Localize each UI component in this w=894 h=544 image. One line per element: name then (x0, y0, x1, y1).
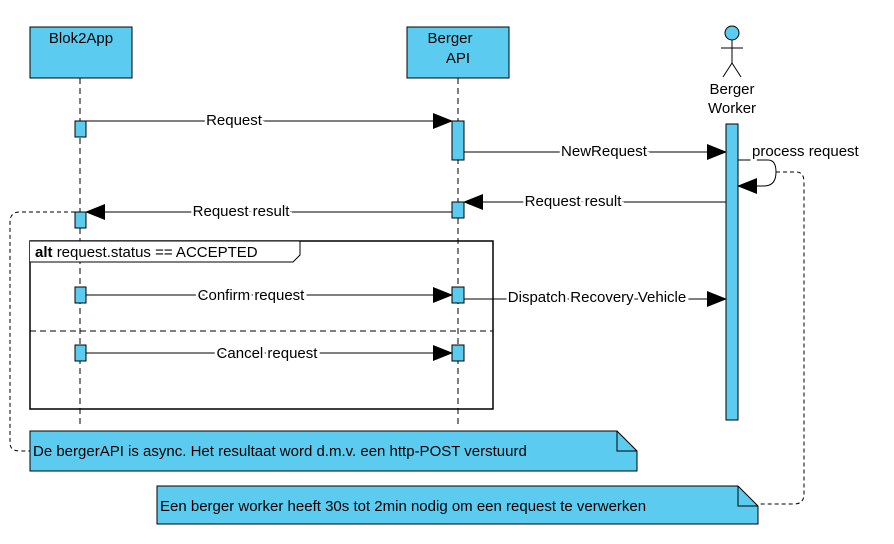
note-worker-time-text: Een berger worker heeft 30s tot 2min nod… (160, 498, 646, 515)
participant-blok2app: Blok2App (29, 26, 133, 79)
alt-condition: request.status == ACCEPTED (57, 244, 258, 261)
activation-blok2app-2 (74, 211, 87, 229)
message-request-label: Request (206, 112, 263, 129)
participant-berger-api-line2: API (446, 50, 470, 67)
message-new-request-label: NewRequest (561, 143, 648, 160)
message-confirm-request-label: Confirm request (198, 287, 306, 304)
actor-berger-worker-line2: Worker (708, 100, 756, 117)
message-request-result-worker-label: Request result (525, 193, 623, 210)
message-process-request-label: process request (752, 143, 860, 160)
alt-fragment-header: alt request.status == ACCEPTED (35, 244, 258, 261)
activation-blok2app-4 (74, 344, 87, 362)
alt-fragment: alt request.status == ACCEPTED (29, 240, 494, 410)
activation-blok2app-3 (74, 286, 87, 304)
actor-berger-worker-line1: Berger (709, 81, 754, 98)
participant-berger-api-line1: Berger (427, 30, 472, 47)
actor-berger-worker: Berger Worker (708, 25, 756, 117)
activation-api-4 (451, 344, 465, 362)
note-api-async-text: De bergerAPI is async. Het resultaat wor… (33, 443, 527, 460)
note-worker-time: Een berger worker heeft 30s tot 2min nod… (156, 485, 759, 525)
message-cancel-request-label: Cancel request (217, 345, 319, 362)
note-api-connector (9, 211, 75, 452)
activation-api-2 (451, 201, 465, 219)
activation-api-1 (451, 120, 465, 161)
actor-stick-figure-icon (721, 25, 743, 78)
activation-blok2app-1 (74, 120, 87, 138)
message-dispatch-label: Dispatch Recovery Vehicle (508, 289, 686, 306)
note-worker-connector (758, 171, 805, 505)
note-api-async: De bergerAPI is async. Het resultaat wor… (29, 430, 638, 472)
participant-berger-api: Berger API (406, 26, 510, 79)
message-process-request-arrow (737, 159, 777, 194)
participant-blok2app-label: Blok2App (49, 30, 113, 47)
activation-api-3 (451, 286, 465, 304)
alt-keyword: alt (35, 244, 53, 261)
activation-worker (725, 123, 739, 421)
message-request-result-api-label: Request result (193, 203, 291, 220)
